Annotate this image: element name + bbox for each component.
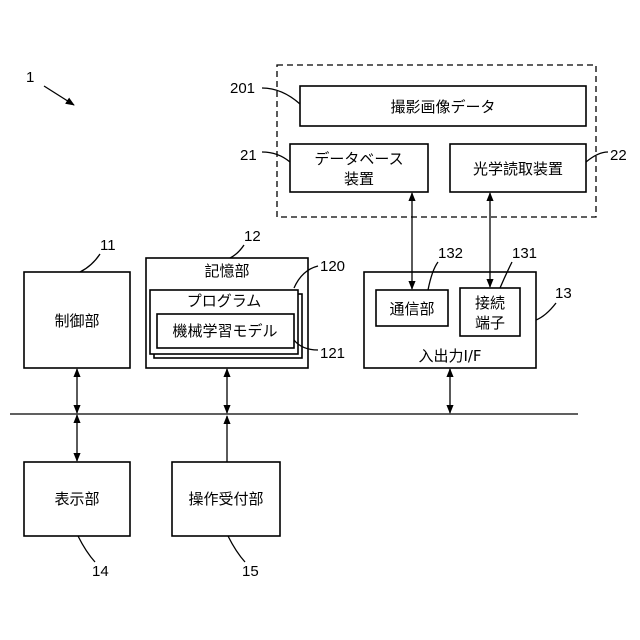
ref-control-leader (80, 254, 100, 272)
database-label-line1: データベース (314, 150, 403, 168)
comm-unit-label: 通信部 (389, 300, 434, 318)
terminal-label-line2: 端子 (475, 314, 505, 332)
control-unit-label: 制御部 (54, 312, 99, 330)
terminal-label-line1: 接続 (475, 294, 505, 312)
ref-model: 121 (320, 345, 345, 362)
ref-terminal: 131 (512, 245, 537, 262)
ref-database: 21 (240, 147, 257, 164)
ref-storage: 12 (244, 228, 261, 245)
image-data-label: 撮影画像データ (390, 98, 495, 116)
ref-display-leader (78, 536, 95, 562)
ref-optical-reader: 22 (610, 147, 627, 164)
ref-device: 1 (26, 69, 34, 86)
operation-unit-label: 操作受付部 (188, 490, 263, 508)
ml-model-label: 機械学習モデル (172, 322, 277, 340)
ref-control: 11 (100, 237, 116, 254)
ref-comm: 132 (438, 245, 463, 262)
program-label: プログラム (187, 292, 262, 310)
ref-program: 120 (320, 258, 345, 275)
io-interface-label: 入出力I/F (418, 347, 481, 365)
database-label-line2: 装置 (344, 170, 374, 188)
ref-image-data-leader (262, 88, 300, 104)
optical-reader-label: 光学読取装置 (473, 160, 563, 178)
display-unit-label: 表示部 (54, 490, 99, 508)
ref-operation: 15 (242, 563, 259, 580)
ref-io-leader (536, 303, 556, 320)
ref-optical-reader-leader (586, 152, 608, 162)
ref-display: 14 (92, 563, 109, 580)
storage-unit-label: 記憶部 (204, 262, 249, 280)
ref-storage-leader (230, 245, 244, 258)
ref-io: 13 (555, 285, 572, 302)
ref-operation-leader (228, 536, 245, 562)
ref-image-data: 201 (230, 80, 255, 97)
ref-database-leader (262, 152, 290, 162)
ref-device-arrow (44, 86, 74, 105)
